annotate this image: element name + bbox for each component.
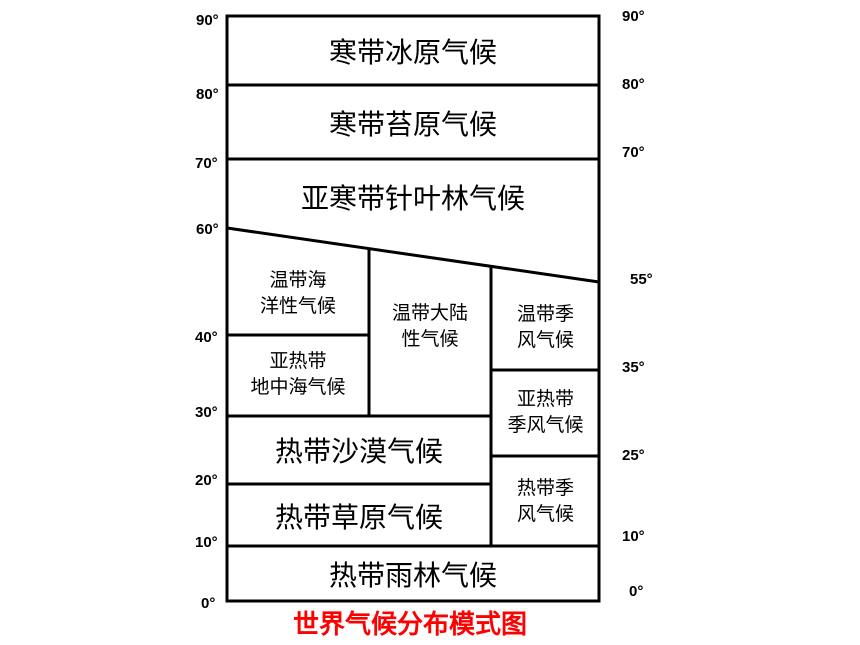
zone-mediterranean-line2: 地中海气候 (250, 376, 346, 398)
left-lat-40-text: 40° (195, 329, 218, 346)
zone-temperate-monsoon: 温带季 风气候 (494, 290, 597, 366)
left-lat-80: 80° (196, 87, 219, 102)
zone-temperate-maritime-line1: 温带海 (269, 269, 327, 292)
zone-subtropical-monsoon-line2: 季风气候 (507, 414, 584, 436)
zone-tropical-monsoon: 热带季 风气候 (494, 459, 597, 544)
zone-mediterranean-line1: 亚热带 (269, 350, 327, 373)
left-lat-60: 60° (196, 222, 219, 237)
line-60-55-slant (226, 226, 600, 284)
zone-tropical-savanna: 热带草原气候 (229, 487, 489, 545)
zone-temperate-continental-line2: 性气候 (401, 328, 459, 350)
right-lat-25-text: 25° (622, 447, 645, 464)
diagram-caption: 世界气候分布模式图 (292, 610, 527, 640)
zone-tropical-savanna-label: 热带草原气候 (274, 501, 443, 534)
left-lat-90-text: 90° (196, 12, 219, 29)
right-lat-10-text: 10° (622, 528, 645, 545)
zone-subarctic: 亚寒带针叶林气候 (229, 166, 597, 228)
right-lat-80-text: 80° (622, 76, 645, 93)
right-lat-70: 70° (622, 145, 645, 160)
zone-temperate-monsoon-line2: 风气候 (516, 329, 574, 351)
left-lat-20: 20° (195, 473, 218, 488)
zone-tropical-rainforest-label: 热带雨林气候 (328, 558, 497, 592)
left-lat-90: 90° (196, 13, 219, 28)
left-lat-10: 10° (195, 535, 218, 550)
zone-tundra-label: 寒带苔原气候 (328, 107, 497, 141)
zone-ice-cap-label: 寒带冰原气候 (328, 36, 497, 69)
zone-tropical-desert-label: 热带沙漠气候 (274, 435, 443, 468)
zone-temperate-maritime-line2: 洋性气候 (259, 295, 336, 317)
zone-subtropical-monsoon: 亚热带 季风气候 (494, 373, 597, 453)
right-lat-0: 0° (629, 584, 643, 599)
zone-subarctic-label: 亚寒带针叶林气候 (300, 182, 525, 215)
zone-tundra: 寒带苔原气候 (229, 87, 597, 158)
zone-tropical-monsoon-line2: 风气候 (516, 502, 574, 525)
left-lat-0-text: 0° (201, 595, 216, 612)
right-lat-35-text: 35° (622, 359, 645, 376)
right-lat-0-text: 0° (629, 583, 644, 600)
outer-frame (225, 14, 601, 603)
left-lat-70-text: 70° (195, 155, 218, 172)
zone-temperate-maritime: 温带海 洋性气候 (231, 258, 365, 330)
zone-ice-cap: 寒带冰原气候 (229, 18, 597, 84)
right-lat-55: 55° (630, 272, 653, 287)
left-lat-20-text: 20° (195, 472, 218, 489)
right-lat-25: 25° (622, 448, 645, 463)
zone-temperate-monsoon-line1: 温带季 (516, 303, 574, 326)
right-lat-70-text: 70° (622, 144, 645, 161)
right-lat-10: 10° (622, 529, 645, 544)
zone-tropical-rainforest: 热带雨林气候 (229, 548, 597, 599)
left-lat-30: 30° (195, 405, 218, 420)
left-lat-80-text: 80° (196, 86, 219, 103)
right-lat-35: 35° (622, 360, 645, 375)
left-lat-10-text: 10° (195, 534, 218, 551)
right-lat-90-text: 90° (622, 8, 645, 25)
left-lat-40: 40° (195, 330, 218, 345)
zone-subtropical-monsoon-line1: 亚热带 (516, 388, 574, 411)
zone-temperate-continental: 温带大陆 性气候 (372, 290, 488, 364)
zone-tropical-monsoon-line1: 热带季 (516, 476, 574, 499)
zone-temperate-continental-line1: 温带大陆 (391, 302, 468, 325)
left-lat-60-text: 60° (196, 221, 219, 238)
right-lat-55-text: 55° (630, 271, 653, 288)
right-lat-90: 90° (622, 9, 645, 24)
zone-tropical-desert: 热带沙漠气候 (229, 418, 489, 482)
left-lat-70: 70° (195, 156, 218, 171)
right-lat-80: 80° (622, 77, 645, 92)
zone-mediterranean: 亚热带 地中海气候 (231, 338, 365, 412)
left-lat-30-text: 30° (195, 404, 218, 421)
left-lat-0: 0° (201, 596, 215, 611)
